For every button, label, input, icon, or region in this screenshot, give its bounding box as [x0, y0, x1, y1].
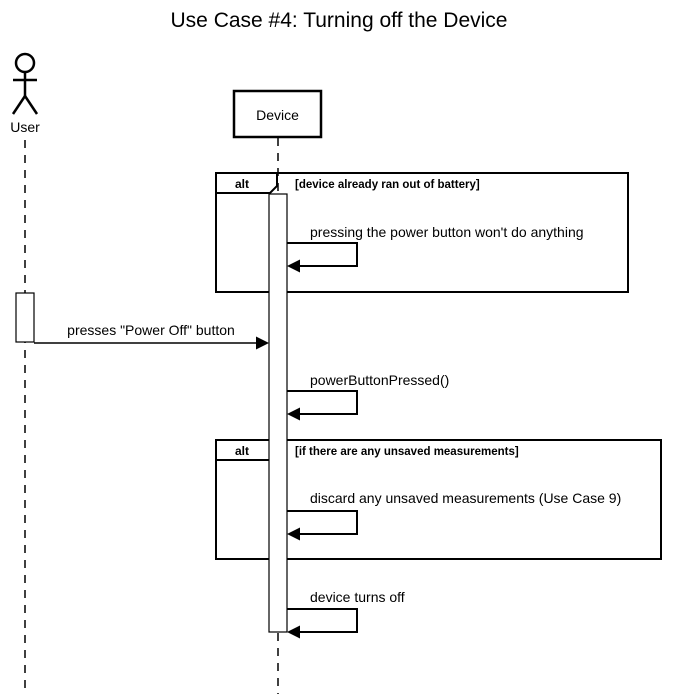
alt-fragment-battery: alt [device already ran out of battery]	[215, 172, 629, 293]
fragment-guard: [device already ran out of battery]	[295, 179, 480, 191]
diagram-title: Use Case #4: Turning off the Device	[171, 9, 508, 32]
device-activation-bar	[268, 193, 288, 633]
device-participant-box	[232, 89, 323, 139]
message-presses-power-off: presses "Power Off" button	[34, 322, 269, 350]
message-label: pressing the power button won't do anyth…	[310, 224, 584, 240]
arrowhead	[287, 527, 300, 541]
fragment-operator: alt	[235, 177, 249, 191]
fragment-operator: alt	[235, 444, 249, 458]
user-actor-label: User	[10, 119, 40, 135]
device-participant-label: Device	[256, 107, 299, 123]
message-label: device turns off	[310, 589, 405, 605]
alt-fragment-unsaved: alt [if there are any unsaved measuremen…	[215, 439, 662, 560]
user-activation-bar	[15, 292, 35, 343]
fragment-guard: [if there are any unsaved measurements]	[295, 446, 519, 458]
arrowhead	[287, 407, 300, 421]
arrowhead	[287, 625, 300, 639]
message-label: powerButtonPressed()	[310, 372, 449, 388]
self-message-no-effect: pressing the power button won't do anyth…	[287, 224, 584, 273]
self-message-power-button-pressed: powerButtonPressed()	[287, 372, 449, 421]
message-label: presses "Power Off" button	[67, 322, 235, 338]
user-actor-icon	[11, 52, 39, 115]
self-message-device-turns-off: device turns off	[287, 589, 405, 639]
arrowhead	[256, 336, 269, 350]
self-message-discard-measurements: discard any unsaved measurements (Use Ca…	[287, 490, 621, 541]
arrowhead	[287, 259, 300, 273]
message-label: discard any unsaved measurements (Use Ca…	[310, 490, 621, 506]
